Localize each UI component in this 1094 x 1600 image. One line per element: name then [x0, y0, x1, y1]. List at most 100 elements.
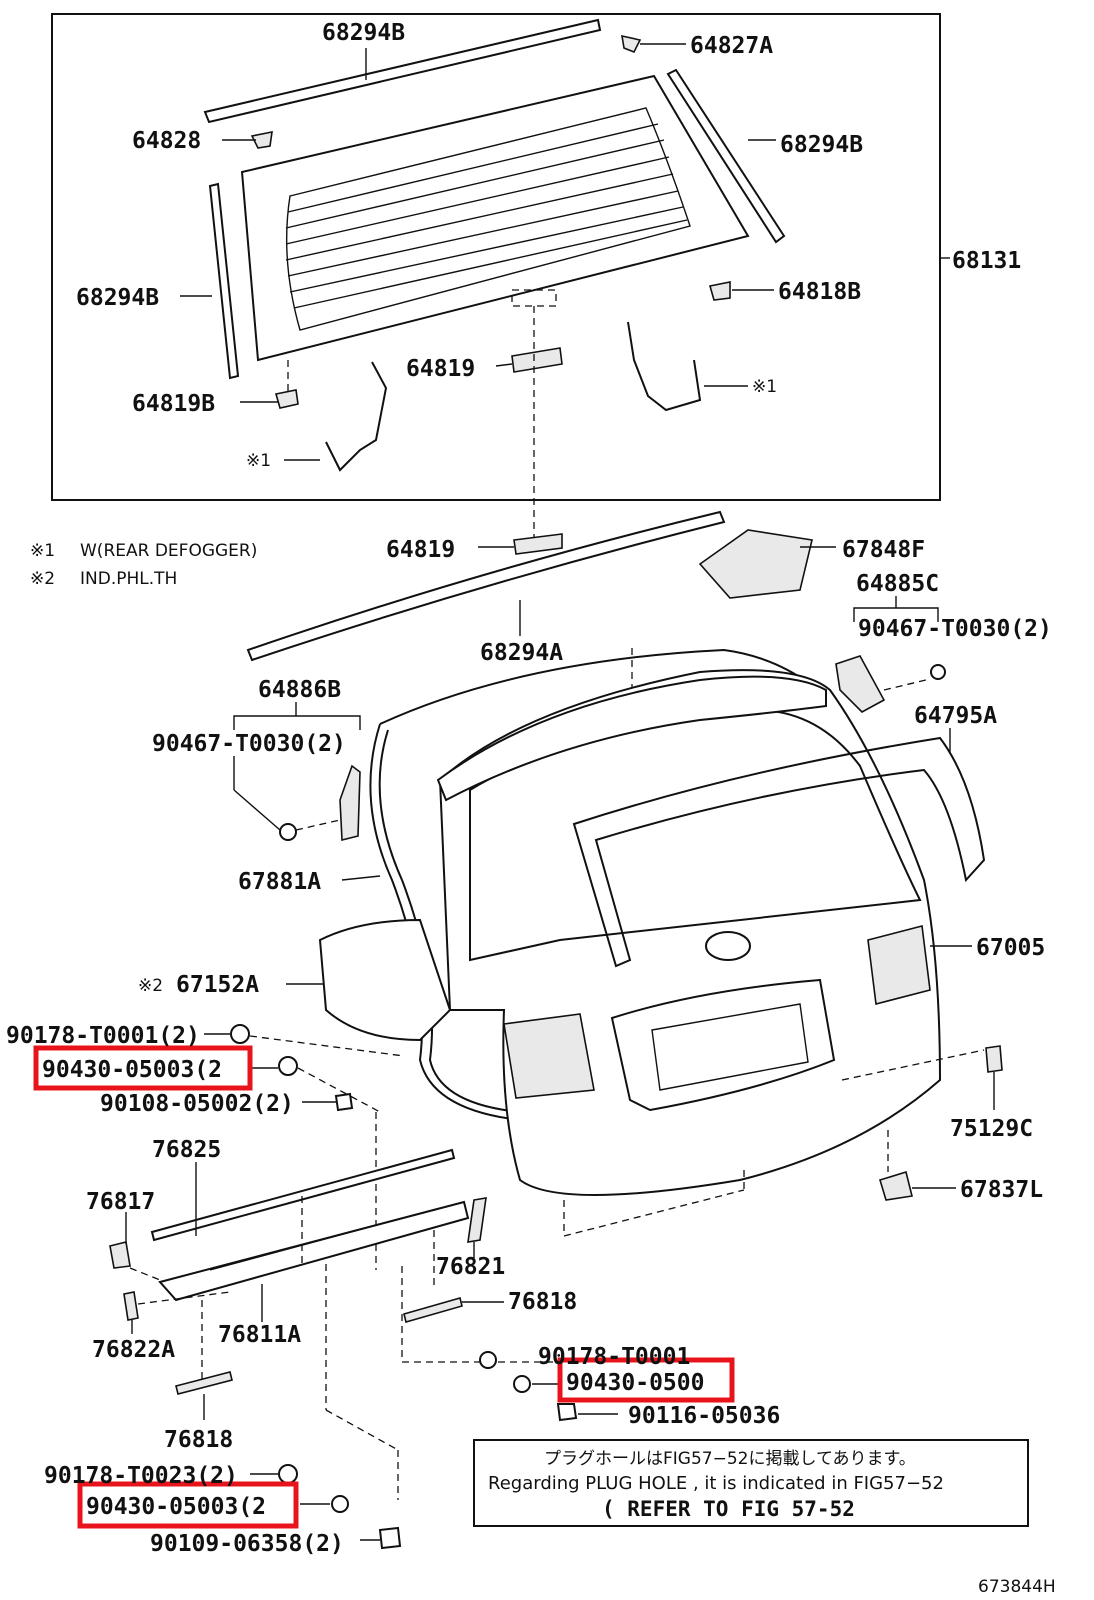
note-ref: ( REFER TO FIG 57-52 — [602, 1497, 855, 1521]
lamp-hole-left — [503, 1013, 595, 1099]
nut-90430-05003-upper — [278, 1056, 298, 1076]
label-68294a: 68294A — [480, 640, 563, 666]
highlight-90430-05003-upper — [33, 1045, 253, 1091]
highlight-90430-0500-middle — [557, 1357, 735, 1403]
leaders-lower — [204, 1033, 278, 1069]
leaders-upper — [180, 43, 950, 461]
label-90116: 90116-05036 — [628, 1403, 780, 1429]
label-note1-right: ※1 — [752, 377, 777, 397]
label-75129c: 75129C — [950, 1116, 1033, 1142]
defogger-wire-left — [325, 361, 388, 472]
clip-64818b — [708, 281, 731, 301]
trim-67152a — [318, 918, 452, 1042]
bolt-90116 — [556, 1403, 578, 1422]
label-67152a-mark: ※2 — [138, 976, 163, 996]
screw-90467-left — [279, 823, 297, 841]
bracket-64886b — [339, 764, 361, 842]
bolt-90109 — [378, 1526, 402, 1550]
bumper-67837l — [879, 1170, 913, 1201]
note-jp: プラグホールはFIG57−52に掲載してあります。 — [544, 1449, 916, 1469]
clip-90178-t0023 — [278, 1464, 298, 1484]
label-76811a: 76811A — [218, 1322, 301, 1348]
clip-64819b — [274, 389, 299, 409]
label-64795a: 64795A — [914, 703, 997, 729]
garnish-76811a-inner — [209, 1207, 441, 1271]
moulding-68294b-right — [666, 68, 786, 244]
label-76817: 76817 — [86, 1189, 155, 1215]
defogger-lines — [285, 123, 688, 309]
label-67881a: 67881A — [238, 869, 321, 895]
label-64819-upper: 64819 — [406, 356, 475, 382]
label-90430-0500-middle: 90430-0500 — [566, 1370, 704, 1396]
label-64885c: 64885C — [856, 571, 939, 597]
label-90178-t0001: 90178-T0001 — [538, 1344, 690, 1370]
note-en: Regarding PLUG HOLE , it is indicated in… — [488, 1473, 944, 1494]
moulding-76825 — [150, 1148, 456, 1242]
legend-mark-2: ※2 — [30, 569, 55, 589]
label-68294b-right: 68294B — [780, 132, 863, 158]
label-64818b: 64818B — [778, 279, 861, 305]
stop-lamp-64819-upper — [511, 347, 563, 373]
glass-group-frame — [51, 13, 941, 501]
label-90178-t0001-2: 90178-T0001(2) — [6, 1023, 200, 1049]
clip-90178-t0001 — [479, 1351, 497, 1369]
clip-76817 — [109, 1241, 131, 1269]
legend-text-1: W(REAR DEFOGGER) — [80, 541, 257, 561]
legend-text-2: IND.PHL.TH — [80, 569, 177, 589]
label-note1-left: ※1 — [246, 451, 271, 471]
label-64828: 64828 — [132, 128, 201, 154]
cushion-75129c — [985, 1045, 1003, 1073]
label-90178-t0023: 90178-T0023(2) — [44, 1463, 238, 1489]
note-box — [473, 1439, 1029, 1527]
glass-defogger-area — [285, 107, 691, 331]
label-76818-right: 76818 — [508, 1289, 577, 1315]
bracket-64885c — [835, 655, 886, 713]
emblem — [705, 931, 751, 961]
label-64886b: 64886B — [258, 677, 341, 703]
defogger-wire-right — [627, 321, 702, 412]
label-76818-left: 76818 — [164, 1427, 233, 1453]
clip-64827a — [621, 34, 642, 54]
garnish-67848f — [698, 529, 813, 599]
label-64819-lower: 64819 — [386, 537, 455, 563]
label-76822a: 76822A — [92, 1337, 175, 1363]
door-spoiler — [436, 675, 827, 802]
label-68294b-top: 68294B — [322, 20, 405, 46]
legend-mark-1: ※1 — [30, 541, 55, 561]
label-67837l: 67837L — [960, 1177, 1043, 1203]
label-67005: 67005 — [976, 935, 1045, 961]
moulding-68294b-left — [208, 182, 240, 380]
label-68131: 68131 — [952, 248, 1021, 274]
clip-76822a — [123, 1291, 139, 1321]
rear-glass-68131 — [240, 74, 750, 362]
clip-90178-t0001-2 — [230, 1024, 250, 1044]
label-90430-05003-lower: 90430-05003(2 — [86, 1494, 266, 1520]
label-76821: 76821 — [436, 1254, 505, 1280]
label-67848f: 67848F — [842, 537, 925, 563]
nut-90430-05003-lower — [331, 1495, 349, 1513]
screw-90467-right — [930, 664, 946, 680]
label-67152a: 67152A — [176, 972, 259, 998]
license-garnish — [610, 978, 836, 1112]
weatherstrip-64795a — [572, 736, 986, 968]
label-76825: 76825 — [152, 1137, 221, 1163]
highlight-90430-05003-lower — [77, 1481, 299, 1529]
label-90467-left: 90467-T0030(2) — [152, 731, 346, 757]
lamp-hole-right — [867, 924, 931, 1006]
label-90109: 90109-06358(2) — [150, 1531, 344, 1557]
stop-lamp-64819-lower — [513, 533, 563, 555]
label-90108: 90108-05002(2) — [100, 1091, 294, 1117]
seal-76818-right — [403, 1297, 463, 1323]
label-64827a: 64827A — [690, 33, 773, 59]
bolt-90108 — [334, 1092, 354, 1112]
glass-clip-mark — [511, 289, 557, 307]
label-90467-right: 90467-T0030(2) — [858, 616, 1052, 642]
nut-90430-0500-middle — [513, 1375, 531, 1393]
label-64819b: 64819B — [132, 391, 215, 417]
label-90430-05003-upper: 90430-05003(2 — [42, 1057, 222, 1083]
moulding-68294a — [246, 510, 726, 662]
label-68294b-left: 68294B — [76, 285, 159, 311]
clip-64828 — [250, 130, 273, 149]
figure-number: 673844H — [978, 1577, 1056, 1597]
